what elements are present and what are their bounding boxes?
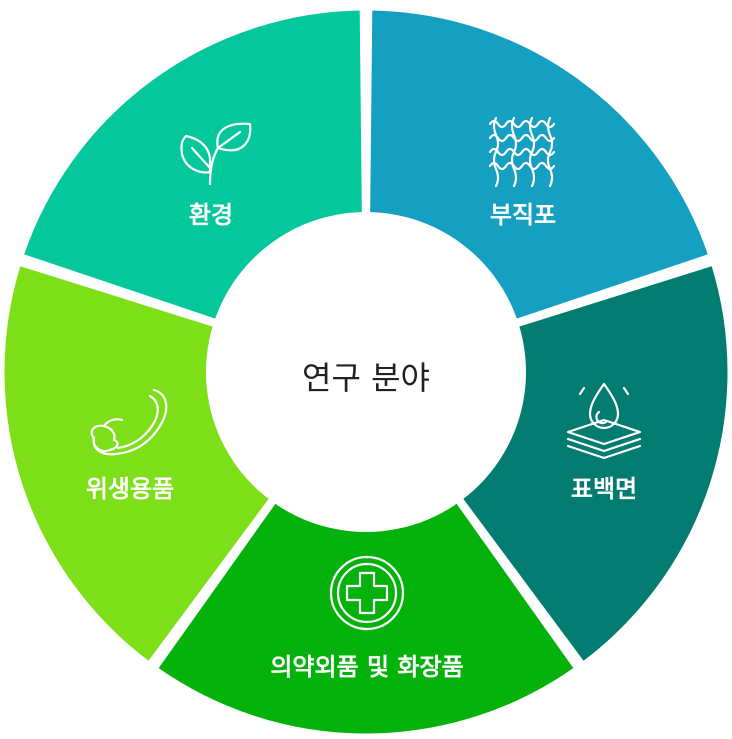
segment-label-nonwoven: 부직포 <box>490 201 556 229</box>
segment-label-hygiene: 위생용품 <box>86 475 174 503</box>
segment-label-environment: 환경 <box>189 201 233 229</box>
segment-label-surface: 표백면 <box>571 475 637 503</box>
segment-label-pharma: 의약외품 및 화장품 <box>270 653 463 681</box>
medical-cross-icon <box>329 555 405 631</box>
sanitary-pad-icon <box>90 388 168 456</box>
center-circle <box>206 212 526 532</box>
water-drop-layers-icon <box>566 382 642 460</box>
waves-icon <box>488 116 556 188</box>
center-label: 연구 분야 <box>302 359 430 397</box>
leaves-icon <box>180 122 252 186</box>
